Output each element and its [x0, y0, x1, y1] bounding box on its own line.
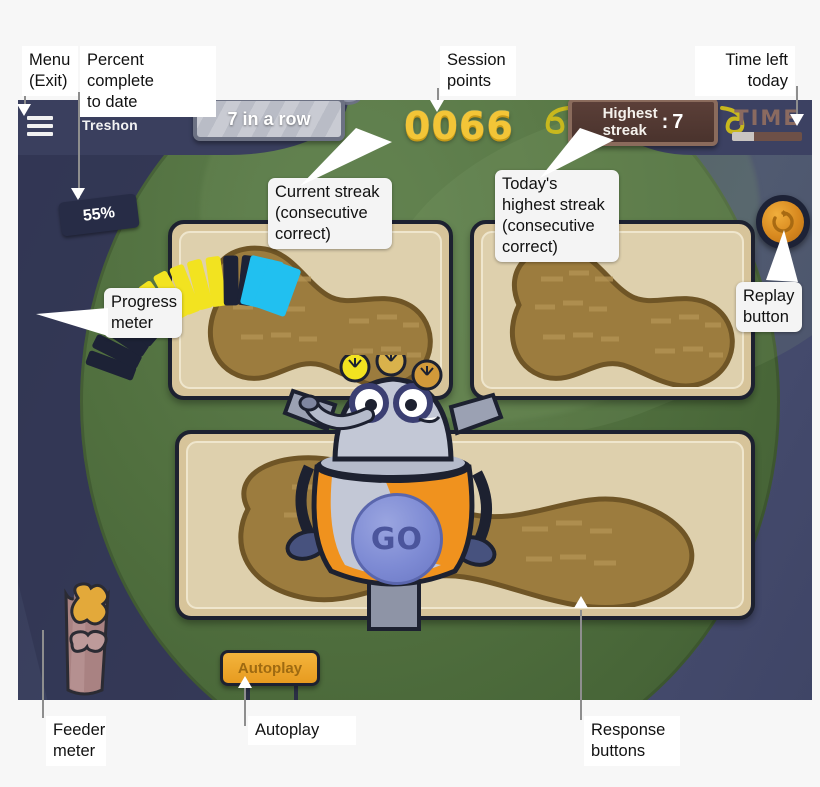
tail-current-streak [300, 128, 392, 186]
tail-progress-meter [36, 308, 108, 336]
leader-feeder-meter [42, 630, 44, 718]
annotation-autoplay: Autoplay [248, 716, 356, 745]
menu-button[interactable] [25, 112, 55, 138]
player-name: Treshon [82, 117, 138, 133]
current-streak-plaque: 7 in a row [177, 100, 361, 141]
response-button-top-right[interactable] [470, 220, 755, 400]
autoplay-leg-right [294, 686, 298, 700]
autoplay-label: Autoplay [237, 659, 303, 677]
leader-percent-complete [78, 92, 80, 198]
annotation-current-streak: Current streak (consecutive correct) [268, 178, 392, 249]
arrow-session-points [430, 100, 444, 112]
time-left-meter: TIME [732, 106, 802, 141]
annotation-time-left: Time left today [695, 46, 795, 96]
arrow-percent-complete [71, 188, 85, 200]
leader-session-points [437, 88, 439, 104]
annotation-progress-meter: Progress meter [104, 288, 182, 338]
hamburger-menu-icon [25, 116, 55, 136]
highest-streak-value: 7 [672, 110, 684, 133]
autoplay-leg-left [246, 686, 250, 700]
go-button[interactable]: GO [351, 493, 443, 585]
highest-streak-label: Highest streak [602, 105, 658, 139]
annotation-replay-button: Replay button [736, 282, 802, 332]
leader-response-buttons [580, 610, 582, 720]
arrow-menu-exit [17, 104, 31, 116]
plaque-body [193, 100, 345, 141]
time-bar-fill [732, 132, 755, 141]
replay-button-face [762, 201, 804, 243]
feeder-meter [44, 578, 124, 698]
annotation-feeder-meter: Feeder meter [46, 716, 106, 766]
elephant-robot-character: GO [273, 345, 513, 635]
leader-menu-exit [24, 92, 26, 112]
feeder-cup-icon [64, 582, 110, 696]
replay-swirl-icon [772, 210, 794, 233]
annotation-menu-exit: Menu (Exit) [22, 46, 78, 96]
go-button-label: GO [370, 521, 424, 557]
arrow-response-buttons [574, 596, 588, 608]
annotation-percent-complete: Percent complete to date [80, 46, 216, 117]
leader-autoplay [244, 700, 246, 726]
session-points-value: 0066 [404, 104, 514, 148]
header-bar: Treshon 7 in a row 0066 Highest streak :… [18, 100, 812, 155]
annotation-todays-highest: Today's highest streak (consecutive corr… [495, 170, 619, 262]
autoplay-button[interactable]: Autoplay [220, 650, 320, 686]
annotation-response-buttons: Response buttons [584, 716, 680, 766]
time-label: TIME [734, 106, 800, 130]
leader-autoplay-2 [244, 688, 246, 702]
time-bar-track [732, 132, 802, 141]
vine-decoration-left [545, 106, 570, 135]
annotation-session-points: Session points [440, 46, 516, 96]
highest-streak-separator: : [661, 110, 669, 133]
leader-time-left [796, 86, 798, 116]
percent-complete-value: 55% [82, 204, 116, 225]
tail-replay-button [766, 230, 798, 282]
tail-todays-highest [540, 128, 614, 178]
current-streak-value: 7 in a row [227, 108, 311, 129]
arrow-autoplay [238, 676, 252, 688]
game-canvas: GO Treshon 7 in a row 0066 Highest strea… [18, 100, 812, 700]
arrow-time-left [790, 114, 804, 126]
